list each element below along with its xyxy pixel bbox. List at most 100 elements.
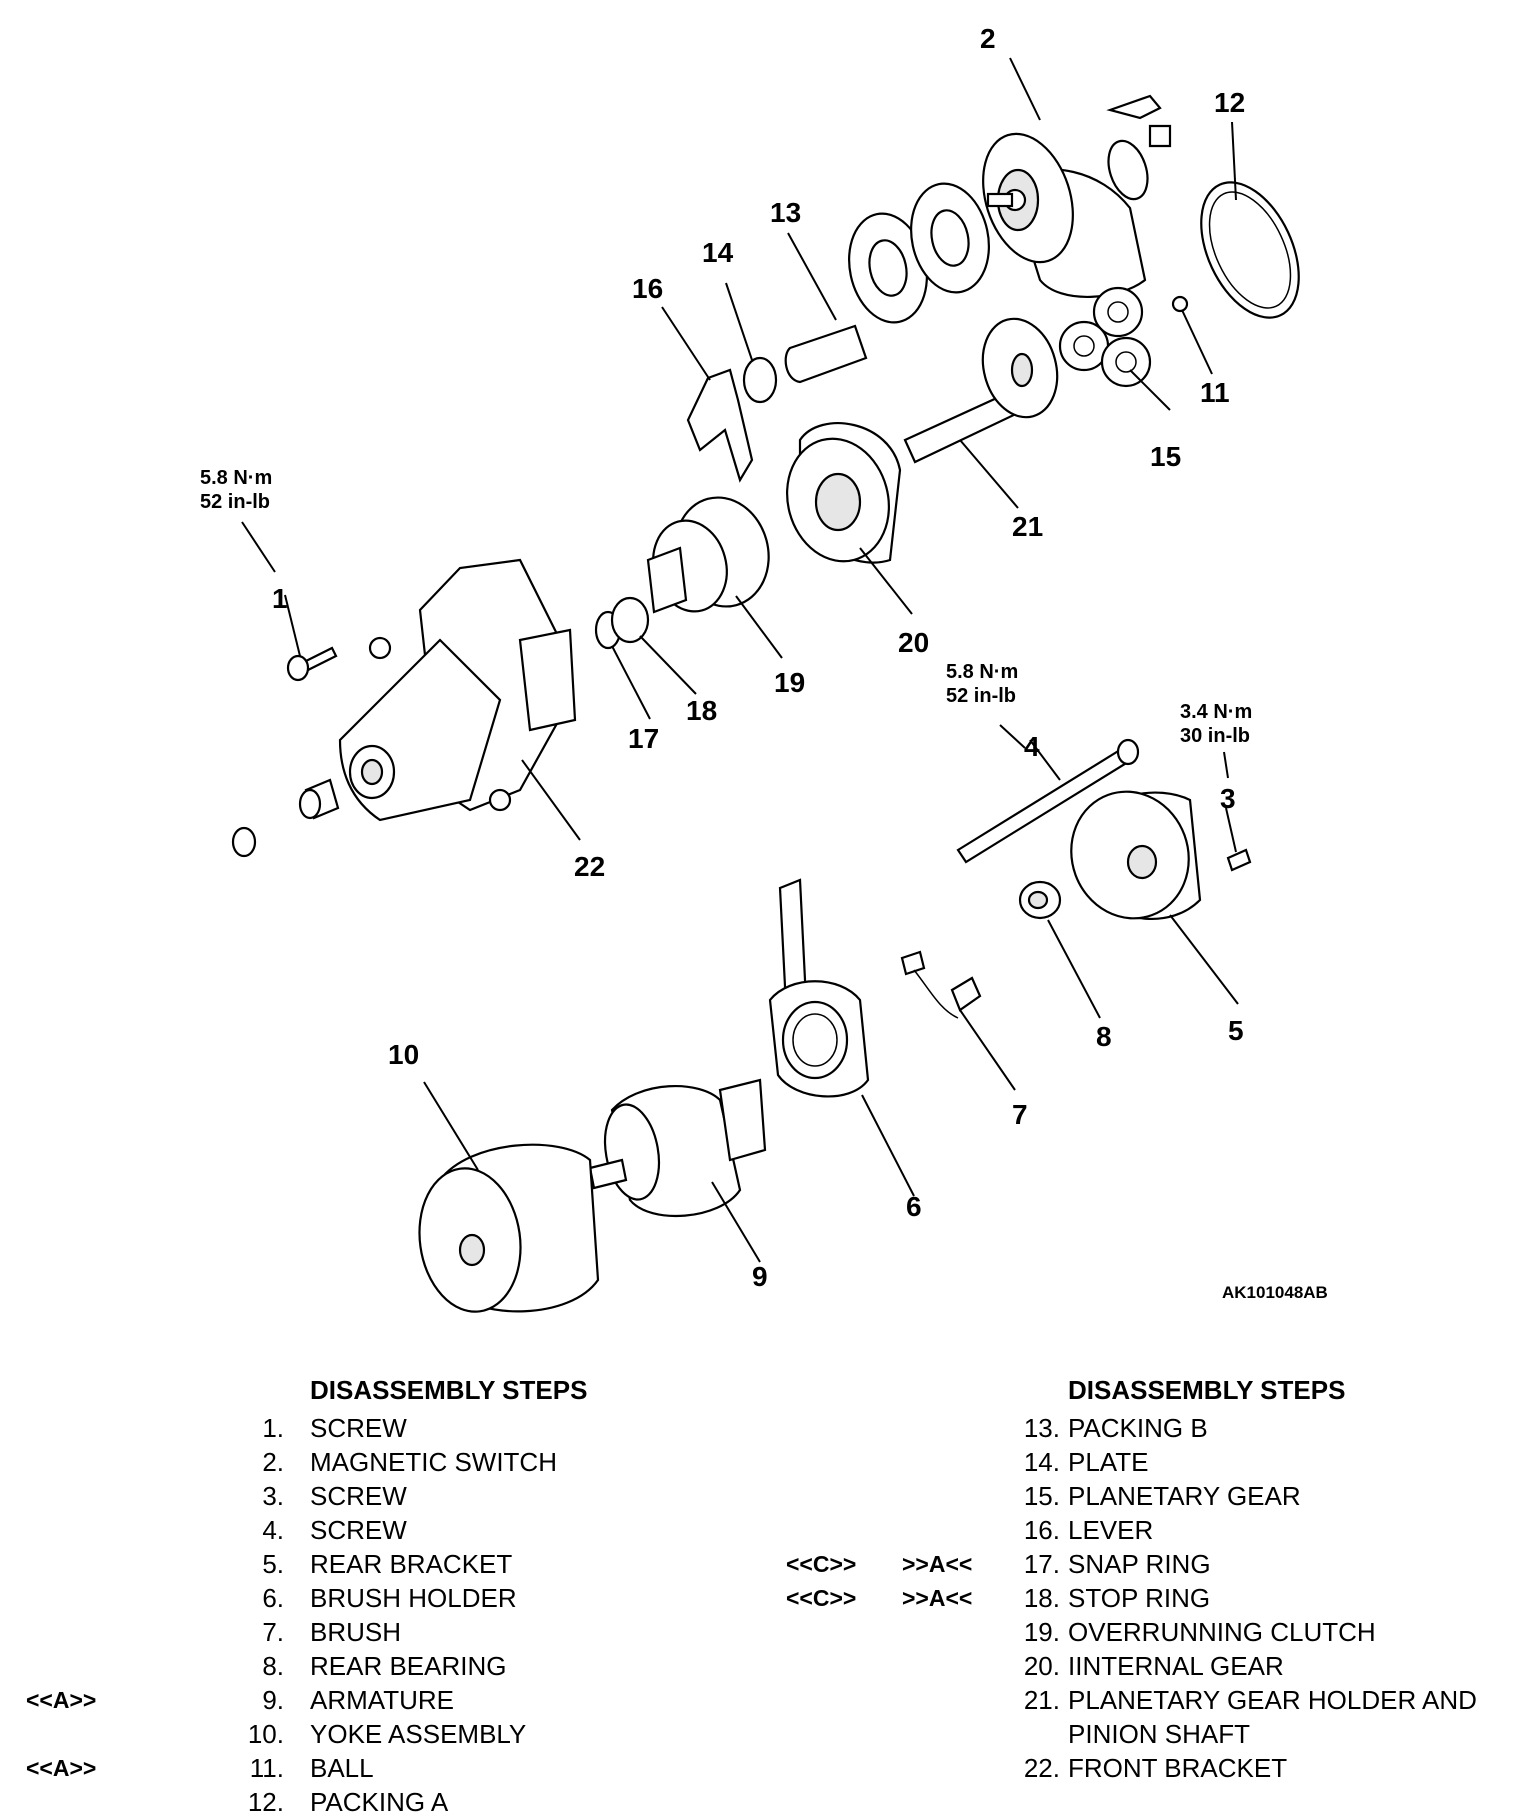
step-marker: <<A>> xyxy=(26,1755,97,1781)
part-packing-plates xyxy=(848,182,990,324)
part-lever xyxy=(686,368,754,483)
torque-screw1-inlb: 52 in-lb xyxy=(200,491,270,513)
callout-3: 3 xyxy=(1220,783,1236,814)
steps-list: 13.PACKING B 14. PLATE 15. PLANETARY GEAR … xyxy=(760,1411,1520,1785)
step-number: 13. xyxy=(1023,1413,1060,1443)
steps-heading: DISASSEMBLY STEPS xyxy=(1068,1375,1346,1405)
part-plate xyxy=(742,356,778,404)
step-label: PINION SHAFT xyxy=(1068,1719,1251,1749)
step-row: 7. BRUSH xyxy=(0,1615,740,1649)
step-label: STOP RING xyxy=(1068,1583,1211,1613)
step-number: 20. xyxy=(1023,1651,1060,1681)
step-row: 3. SCREW xyxy=(0,1479,740,1513)
step-row: 8.REAR BEARING xyxy=(0,1649,740,1683)
step-label: LEVER xyxy=(1068,1515,1154,1545)
torque-specs: 5.8 N·m 52 in-lb 5.8 N·m 52 in-lb 3.4 N·… xyxy=(200,467,1252,747)
part-overrunning-clutch xyxy=(646,496,770,614)
step-number: 11. xyxy=(249,1753,284,1783)
step-number: 7. xyxy=(262,1617,284,1647)
step-row: 6. BRUSH HOLDER xyxy=(0,1581,740,1615)
step-label: REAR BRACKET xyxy=(310,1549,513,1579)
step-number: 2. xyxy=(262,1447,284,1477)
step-number: 6. xyxy=(262,1583,284,1613)
part-front-bracket xyxy=(338,558,577,822)
step-label: SCREW xyxy=(310,1413,407,1443)
steps-heading: DISASSEMBLY STEPS xyxy=(310,1375,588,1405)
step-marker: >>A<< xyxy=(902,1585,973,1611)
step-row: 12.PACKING A xyxy=(0,1785,740,1819)
part-packing-a xyxy=(1200,181,1300,319)
step-label: FRONT BRACKET xyxy=(1068,1753,1288,1783)
step-number: 9. xyxy=(262,1685,284,1715)
part-packing-b xyxy=(784,324,868,384)
step-row: <<A>>11.BALL xyxy=(0,1751,740,1785)
step-row: 1. SCREW xyxy=(0,1411,740,1445)
callout-13: 13 xyxy=(770,197,801,228)
step-number: 22. xyxy=(1023,1753,1060,1783)
step-number: 15. xyxy=(1023,1481,1060,1511)
callout-7: 7 xyxy=(1012,1099,1028,1130)
step-label: IINTERNAL GEAR xyxy=(1068,1651,1284,1681)
callout-8: 8 xyxy=(1096,1021,1112,1052)
step-row: 10.YOKE ASSEMBLY xyxy=(0,1717,740,1751)
step-row: 14. PLATE xyxy=(760,1445,1520,1479)
torque-screw1-nm: 5.8 N·m xyxy=(200,467,272,489)
part-internal-gear xyxy=(786,422,902,564)
part-planetary-gears xyxy=(1058,286,1152,388)
torque-screw3-nm: 3.4 N·m xyxy=(1180,701,1252,723)
callout-1: 1 xyxy=(272,583,288,614)
step-row: PINION SHAFT xyxy=(760,1717,1520,1751)
step-row: <<A>>9.ARMATURE xyxy=(0,1683,740,1717)
step-label: SCREW xyxy=(310,1515,407,1545)
callout-14: 14 xyxy=(702,237,734,268)
step-number: 14. xyxy=(1023,1447,1060,1477)
part-brush xyxy=(900,950,982,1019)
figure-id: AK101048AB xyxy=(1222,1283,1328,1302)
callout-11: 11 xyxy=(1200,377,1230,408)
step-marker: >>A<< xyxy=(902,1551,973,1577)
step-row: <<C>>>>A<<18.STOP RING xyxy=(760,1581,1520,1615)
step-number: 1. xyxy=(262,1413,284,1443)
step-label: YOKE ASSEMBLY xyxy=(310,1719,527,1749)
part-gear-holder-shaft xyxy=(903,317,1059,464)
step-row: 2.MAGNETIC SWITCH xyxy=(0,1445,740,1479)
step-row: 13.PACKING B xyxy=(760,1411,1520,1445)
step-label: PLATE xyxy=(1068,1447,1149,1477)
part-armature xyxy=(588,1078,767,1218)
step-label: BRUSH xyxy=(310,1617,402,1647)
step-row: <<C>>>>A<<17.SNAP RING xyxy=(760,1547,1520,1581)
part-screw-3 xyxy=(1226,848,1252,872)
callout-18: 18 xyxy=(686,695,717,726)
step-label: BRUSH HOLDER xyxy=(310,1583,517,1613)
step-row: 19. OVERRUNNING CLUTCH xyxy=(760,1615,1520,1649)
step-label: SNAP RING xyxy=(1068,1549,1211,1579)
callout-17: 17 xyxy=(628,723,659,754)
part-stop-ring xyxy=(610,596,650,644)
step-label: SCREW xyxy=(310,1481,407,1511)
step-label: OVERRUNNING CLUTCH xyxy=(1068,1617,1376,1647)
callout-2: 2 xyxy=(980,23,996,54)
step-number: 21. xyxy=(1023,1685,1060,1715)
part-rear-bearing xyxy=(1018,880,1062,920)
step-label: PLANETARY GEAR HOLDER AND xyxy=(1068,1685,1477,1715)
callout-19: 19 xyxy=(774,667,805,698)
callout-16: 16 xyxy=(632,273,663,304)
step-number: 19. xyxy=(1023,1617,1060,1647)
part-yoke-assembly xyxy=(418,1143,600,1313)
part-front-bushing xyxy=(231,778,340,858)
callout-20: 20 xyxy=(898,627,929,658)
step-number: 18. xyxy=(1023,1583,1060,1613)
callout-5: 5 xyxy=(1228,1015,1244,1046)
step-number: 3. xyxy=(262,1481,284,1511)
callout-10: 10 xyxy=(388,1039,419,1070)
callout-6: 6 xyxy=(906,1191,922,1222)
step-row: 20. IINTERNAL GEAR xyxy=(760,1649,1520,1683)
step-label: ARMATURE xyxy=(310,1685,454,1715)
step-row: 15.PLANETARY GEAR xyxy=(760,1479,1520,1513)
step-number: 5. xyxy=(262,1549,284,1579)
steps-list: 1.SCREW 2.MAGNETIC SWITCH 3.SCREW 4.SCRE… xyxy=(0,1411,740,1819)
torque-screw3-inlb: 30 in-lb xyxy=(1180,725,1250,747)
callout-22: 22 xyxy=(574,851,605,882)
part-through-bolt xyxy=(956,738,1140,864)
torque-screw4-nm: 5.8 N·m xyxy=(946,661,1018,683)
